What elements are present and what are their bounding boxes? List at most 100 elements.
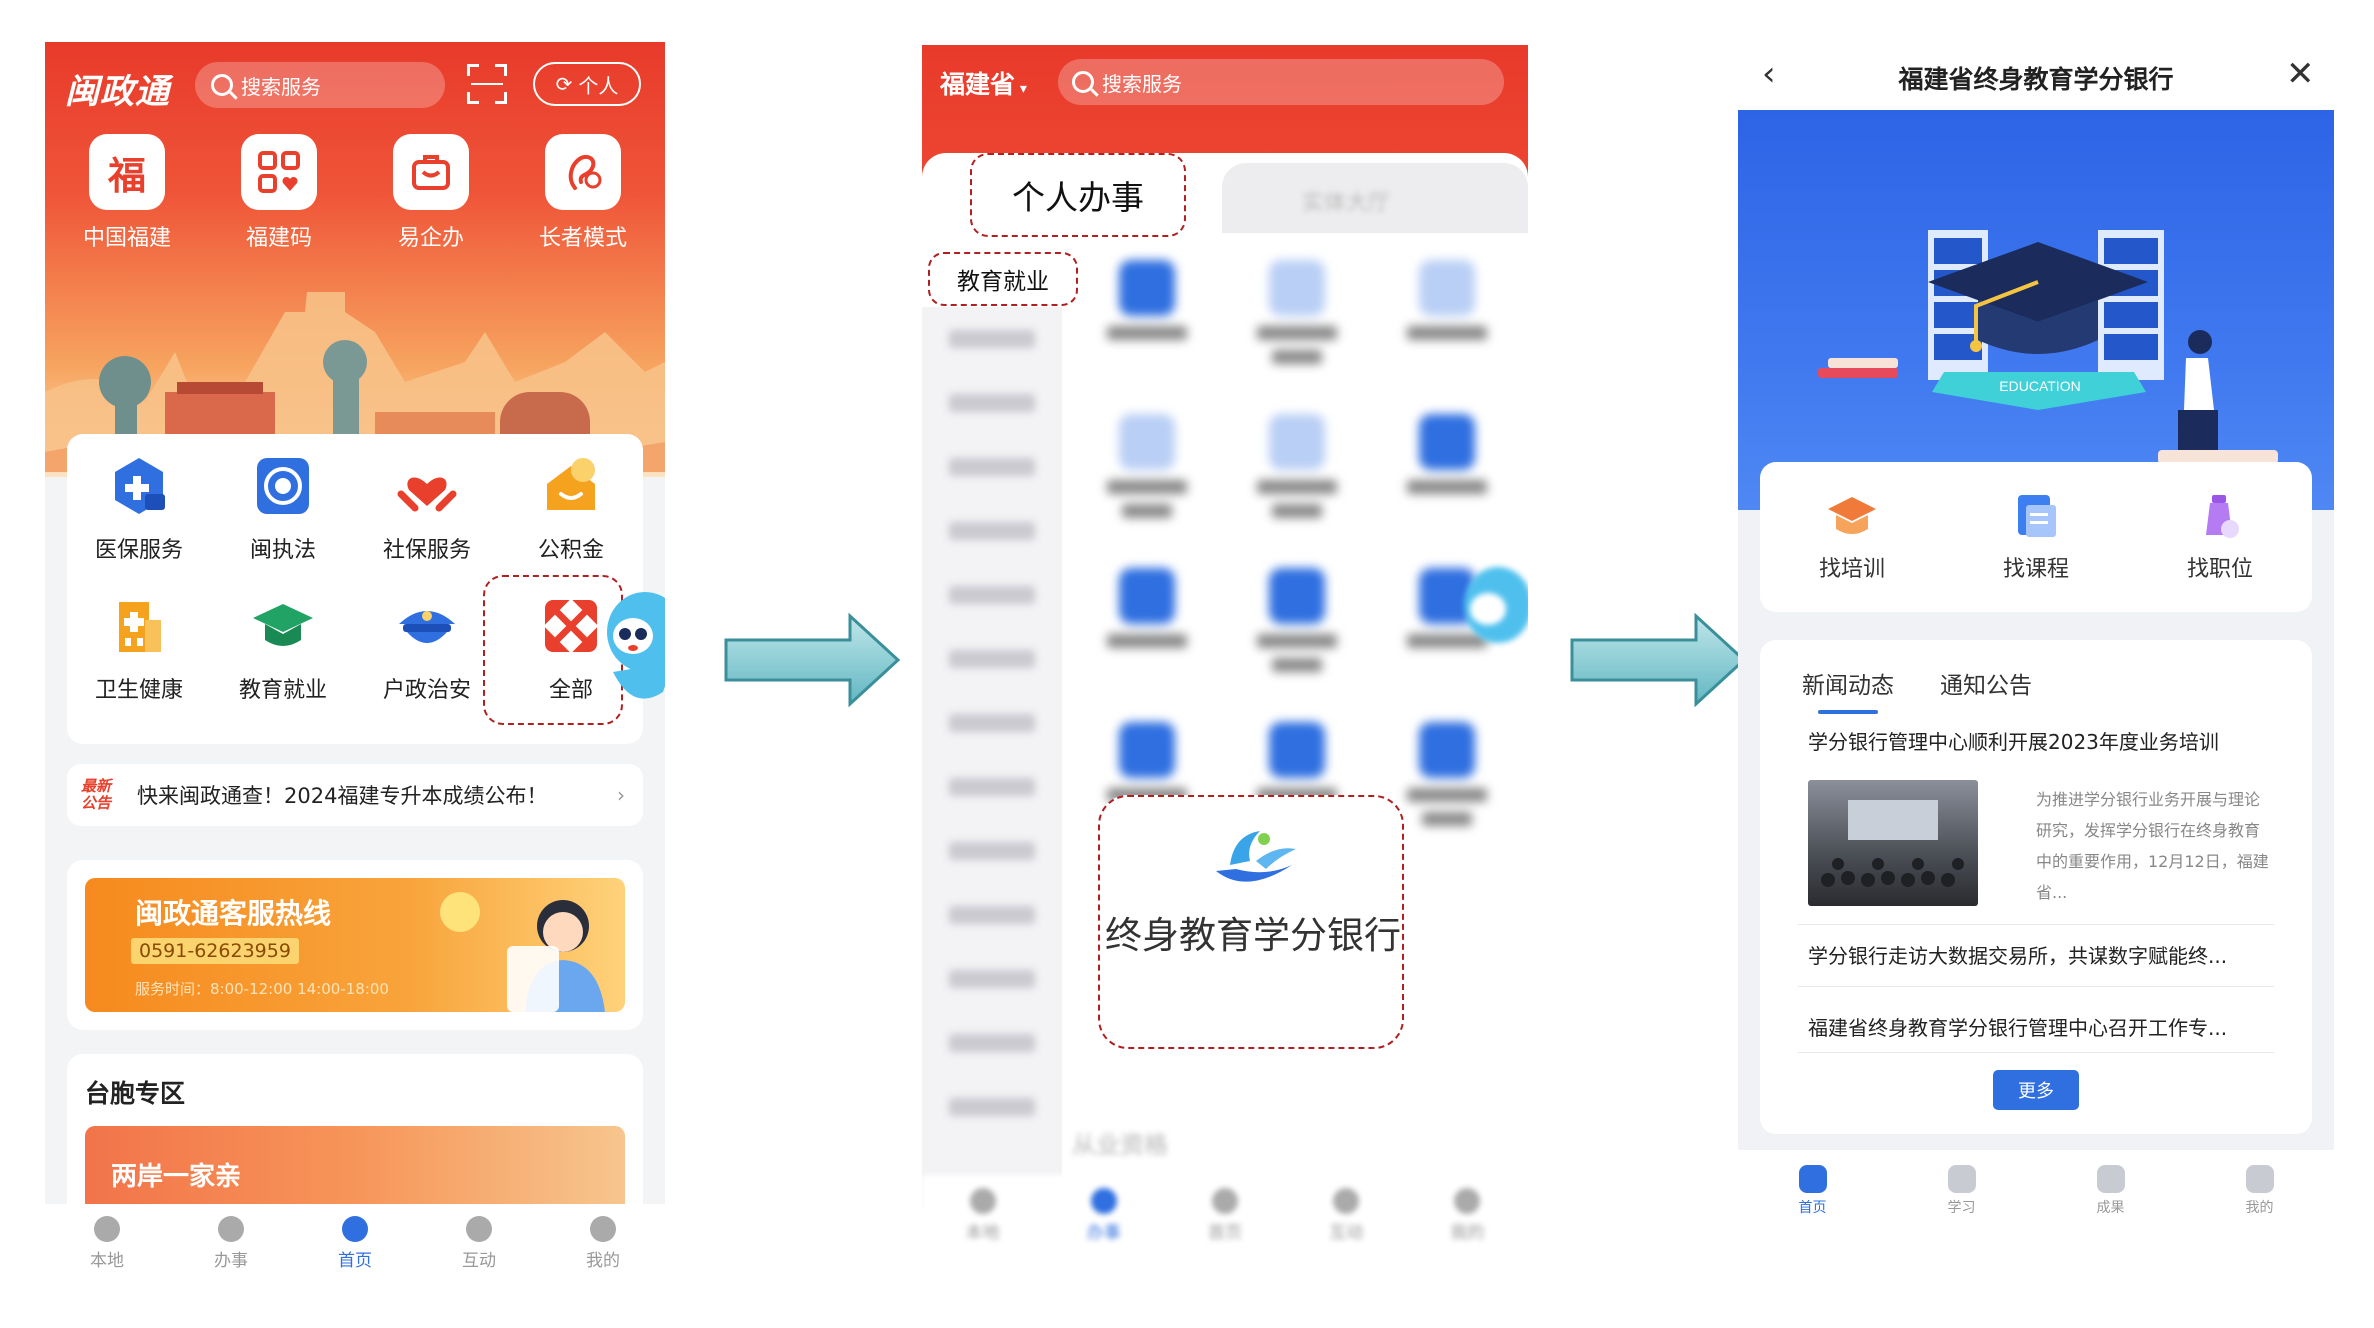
tab-mine[interactable]: 我的 bbox=[2185, 1150, 2334, 1232]
tab-local[interactable]: 本地 bbox=[45, 1204, 169, 1282]
tab-mine[interactable]: 我的 bbox=[1407, 1175, 1528, 1255]
tab-learn[interactable]: 学习 bbox=[1887, 1150, 2036, 1232]
quick-label: 找培训 bbox=[1818, 557, 1885, 582]
tab-achievements[interactable]: 成果 bbox=[2036, 1150, 2185, 1232]
service-social-security[interactable]: 社保服务 bbox=[355, 454, 499, 564]
service-tile[interactable] bbox=[1072, 568, 1222, 672]
tab-affairs[interactable]: 办事 bbox=[1043, 1175, 1164, 1255]
category-item[interactable] bbox=[922, 691, 1062, 755]
tab-news[interactable]: 新闻动态 bbox=[1802, 666, 1894, 714]
lifelong-credit-bank-tile[interactable]: 终身教育学分银行 bbox=[1098, 795, 1404, 1049]
bottom-tabbar: 首页 学习 成果 我的 bbox=[1738, 1150, 2334, 1232]
category-item[interactable] bbox=[922, 947, 1062, 1011]
service-medical-insurance[interactable]: 医保服务 bbox=[67, 454, 211, 564]
category-item[interactable] bbox=[922, 307, 1062, 371]
trophy-icon bbox=[2096, 1165, 2125, 1193]
scan-icon[interactable] bbox=[467, 64, 507, 104]
tab-hall-bg bbox=[1222, 163, 1528, 233]
graduation-illustration: EDUCATION bbox=[1818, 230, 2278, 464]
mode-switch-button[interactable]: ⟳ 个人 bbox=[533, 62, 641, 106]
shortcut-yiqiban[interactable]: 易企办 bbox=[361, 134, 501, 252]
tab-hall[interactable]: 实体大厅 bbox=[1302, 191, 1391, 216]
user-icon bbox=[1454, 1187, 1481, 1214]
back-chevron-icon[interactable]: ‹ bbox=[1762, 54, 1776, 94]
category-education-selected[interactable]: 教育就业 bbox=[928, 252, 1078, 306]
service-tile[interactable] bbox=[1072, 260, 1222, 364]
service-tile[interactable] bbox=[1222, 722, 1372, 826]
tab-notices[interactable]: 通知公告 bbox=[1940, 673, 2032, 699]
affairs-icon bbox=[1090, 1187, 1117, 1214]
divider bbox=[1798, 986, 2274, 987]
tab-interact[interactable]: 互动 bbox=[417, 1204, 541, 1282]
location-icon bbox=[969, 1187, 996, 1214]
category-item[interactable] bbox=[922, 627, 1062, 691]
hotline-banner[interactable]: 闽政通客服热线 0591-62623959 服务时间：8:00-12:00 14… bbox=[85, 878, 625, 1012]
find-course-button[interactable]: 找课程 bbox=[1944, 462, 2128, 612]
category-item[interactable] bbox=[922, 499, 1062, 563]
tab-local[interactable]: 本地 bbox=[922, 1175, 1043, 1255]
credit-bank-logo-icon bbox=[1216, 831, 1296, 882]
page-title: 福建省终身教育学分银行 bbox=[1898, 65, 2174, 94]
news-thumbnail[interactable] bbox=[1808, 780, 1978, 906]
user-icon bbox=[590, 1215, 616, 1242]
social-security-icon bbox=[397, 477, 457, 512]
category-item[interactable] bbox=[922, 755, 1062, 819]
service-health[interactable]: 卫生健康 bbox=[67, 594, 211, 704]
service-law-enforcement[interactable]: 闽执法 bbox=[211, 454, 355, 564]
service-tile[interactable] bbox=[1372, 414, 1522, 518]
service-tile[interactable] bbox=[1072, 414, 1222, 518]
shortcut-china-fujian[interactable]: 福 中国福建 bbox=[57, 134, 197, 252]
phone-icon bbox=[440, 892, 480, 932]
news-excerpt: 为推进学分银行业务开展与理论研究，发挥学分银行在终身教育中的重要作用，12月12… bbox=[2036, 790, 2269, 902]
tab-label: 办事 bbox=[214, 1250, 248, 1271]
tab-label: 互动 bbox=[462, 1250, 496, 1271]
service-education[interactable]: 教育就业 bbox=[211, 594, 355, 704]
service-police[interactable]: 户政治安 bbox=[355, 594, 499, 704]
province-selector[interactable]: 福建省 bbox=[940, 65, 1027, 101]
tab-home[interactable]: 首页 bbox=[1738, 1150, 1887, 1232]
search-icon bbox=[211, 74, 233, 96]
service-tile[interactable] bbox=[1372, 722, 1522, 826]
affairs-icon bbox=[218, 1215, 244, 1242]
shortcut-fujian-code[interactable]: 福建码 bbox=[209, 134, 349, 252]
category-item[interactable] bbox=[922, 371, 1062, 435]
category-item[interactable] bbox=[922, 883, 1062, 947]
tab-personal-affairs[interactable]: 个人办事 bbox=[970, 153, 1186, 237]
search-input[interactable]: 搜索服务 bbox=[195, 62, 445, 108]
category-item[interactable] bbox=[922, 1075, 1062, 1139]
category-item[interactable] bbox=[922, 563, 1062, 627]
tab-home[interactable]: 首页 bbox=[1164, 1175, 1285, 1255]
service-tile[interactable] bbox=[1222, 568, 1372, 672]
all-services-icon bbox=[543, 598, 599, 654]
tab-home[interactable]: 首页 bbox=[293, 1204, 417, 1282]
category-sidebar bbox=[922, 307, 1062, 1207]
find-job-button[interactable]: 找职位 bbox=[2128, 462, 2312, 612]
search-input[interactable]: 搜索服务 bbox=[1058, 59, 1504, 105]
customer-service-agent-icon bbox=[507, 900, 605, 1012]
home-icon bbox=[342, 1215, 368, 1242]
medical-insurance-icon bbox=[115, 458, 165, 514]
close-icon[interactable]: ✕ bbox=[2286, 54, 2315, 94]
find-training-button[interactable]: 找培训 bbox=[1760, 462, 1944, 612]
notice-bar[interactable]: 最新公告 快来闽政通查！2024福建专升本成绩公布！ › bbox=[67, 764, 643, 826]
service-label: 教育就业 bbox=[238, 678, 327, 703]
tab-interact[interactable]: 互动 bbox=[1286, 1175, 1407, 1255]
shortcut-elder-mode[interactable]: 长者模式 bbox=[513, 134, 653, 252]
tab-affairs[interactable]: 办事 bbox=[169, 1204, 293, 1282]
news-item-headline[interactable]: 福建省终身教育学分银行管理中心召开工作专... bbox=[1808, 1016, 2228, 1040]
service-all[interactable]: 全部 bbox=[499, 594, 643, 704]
service-tile[interactable] bbox=[1372, 260, 1522, 364]
tab-mine[interactable]: 我的 bbox=[541, 1204, 665, 1282]
category-item[interactable] bbox=[922, 819, 1062, 883]
category-item[interactable] bbox=[922, 1011, 1062, 1075]
category-item[interactable] bbox=[922, 435, 1062, 499]
service-tile[interactable] bbox=[1222, 414, 1372, 518]
news-item-headline[interactable]: 学分银行管理中心顺利开展2023年度业务培训 bbox=[1808, 730, 2219, 754]
service-housing-fund[interactable]: 公积金 bbox=[499, 454, 643, 564]
more-button[interactable]: 更多 bbox=[1993, 1070, 2079, 1110]
news-item-headline[interactable]: 学分银行走访大数据交易所，共谋数字赋能终... bbox=[1808, 944, 2228, 968]
qr-code-icon bbox=[241, 134, 317, 210]
service-label: 医保服务 bbox=[94, 538, 183, 563]
service-tile[interactable] bbox=[1222, 260, 1372, 364]
hero-banner[interactable]: EDUCATION bbox=[1738, 110, 2334, 510]
